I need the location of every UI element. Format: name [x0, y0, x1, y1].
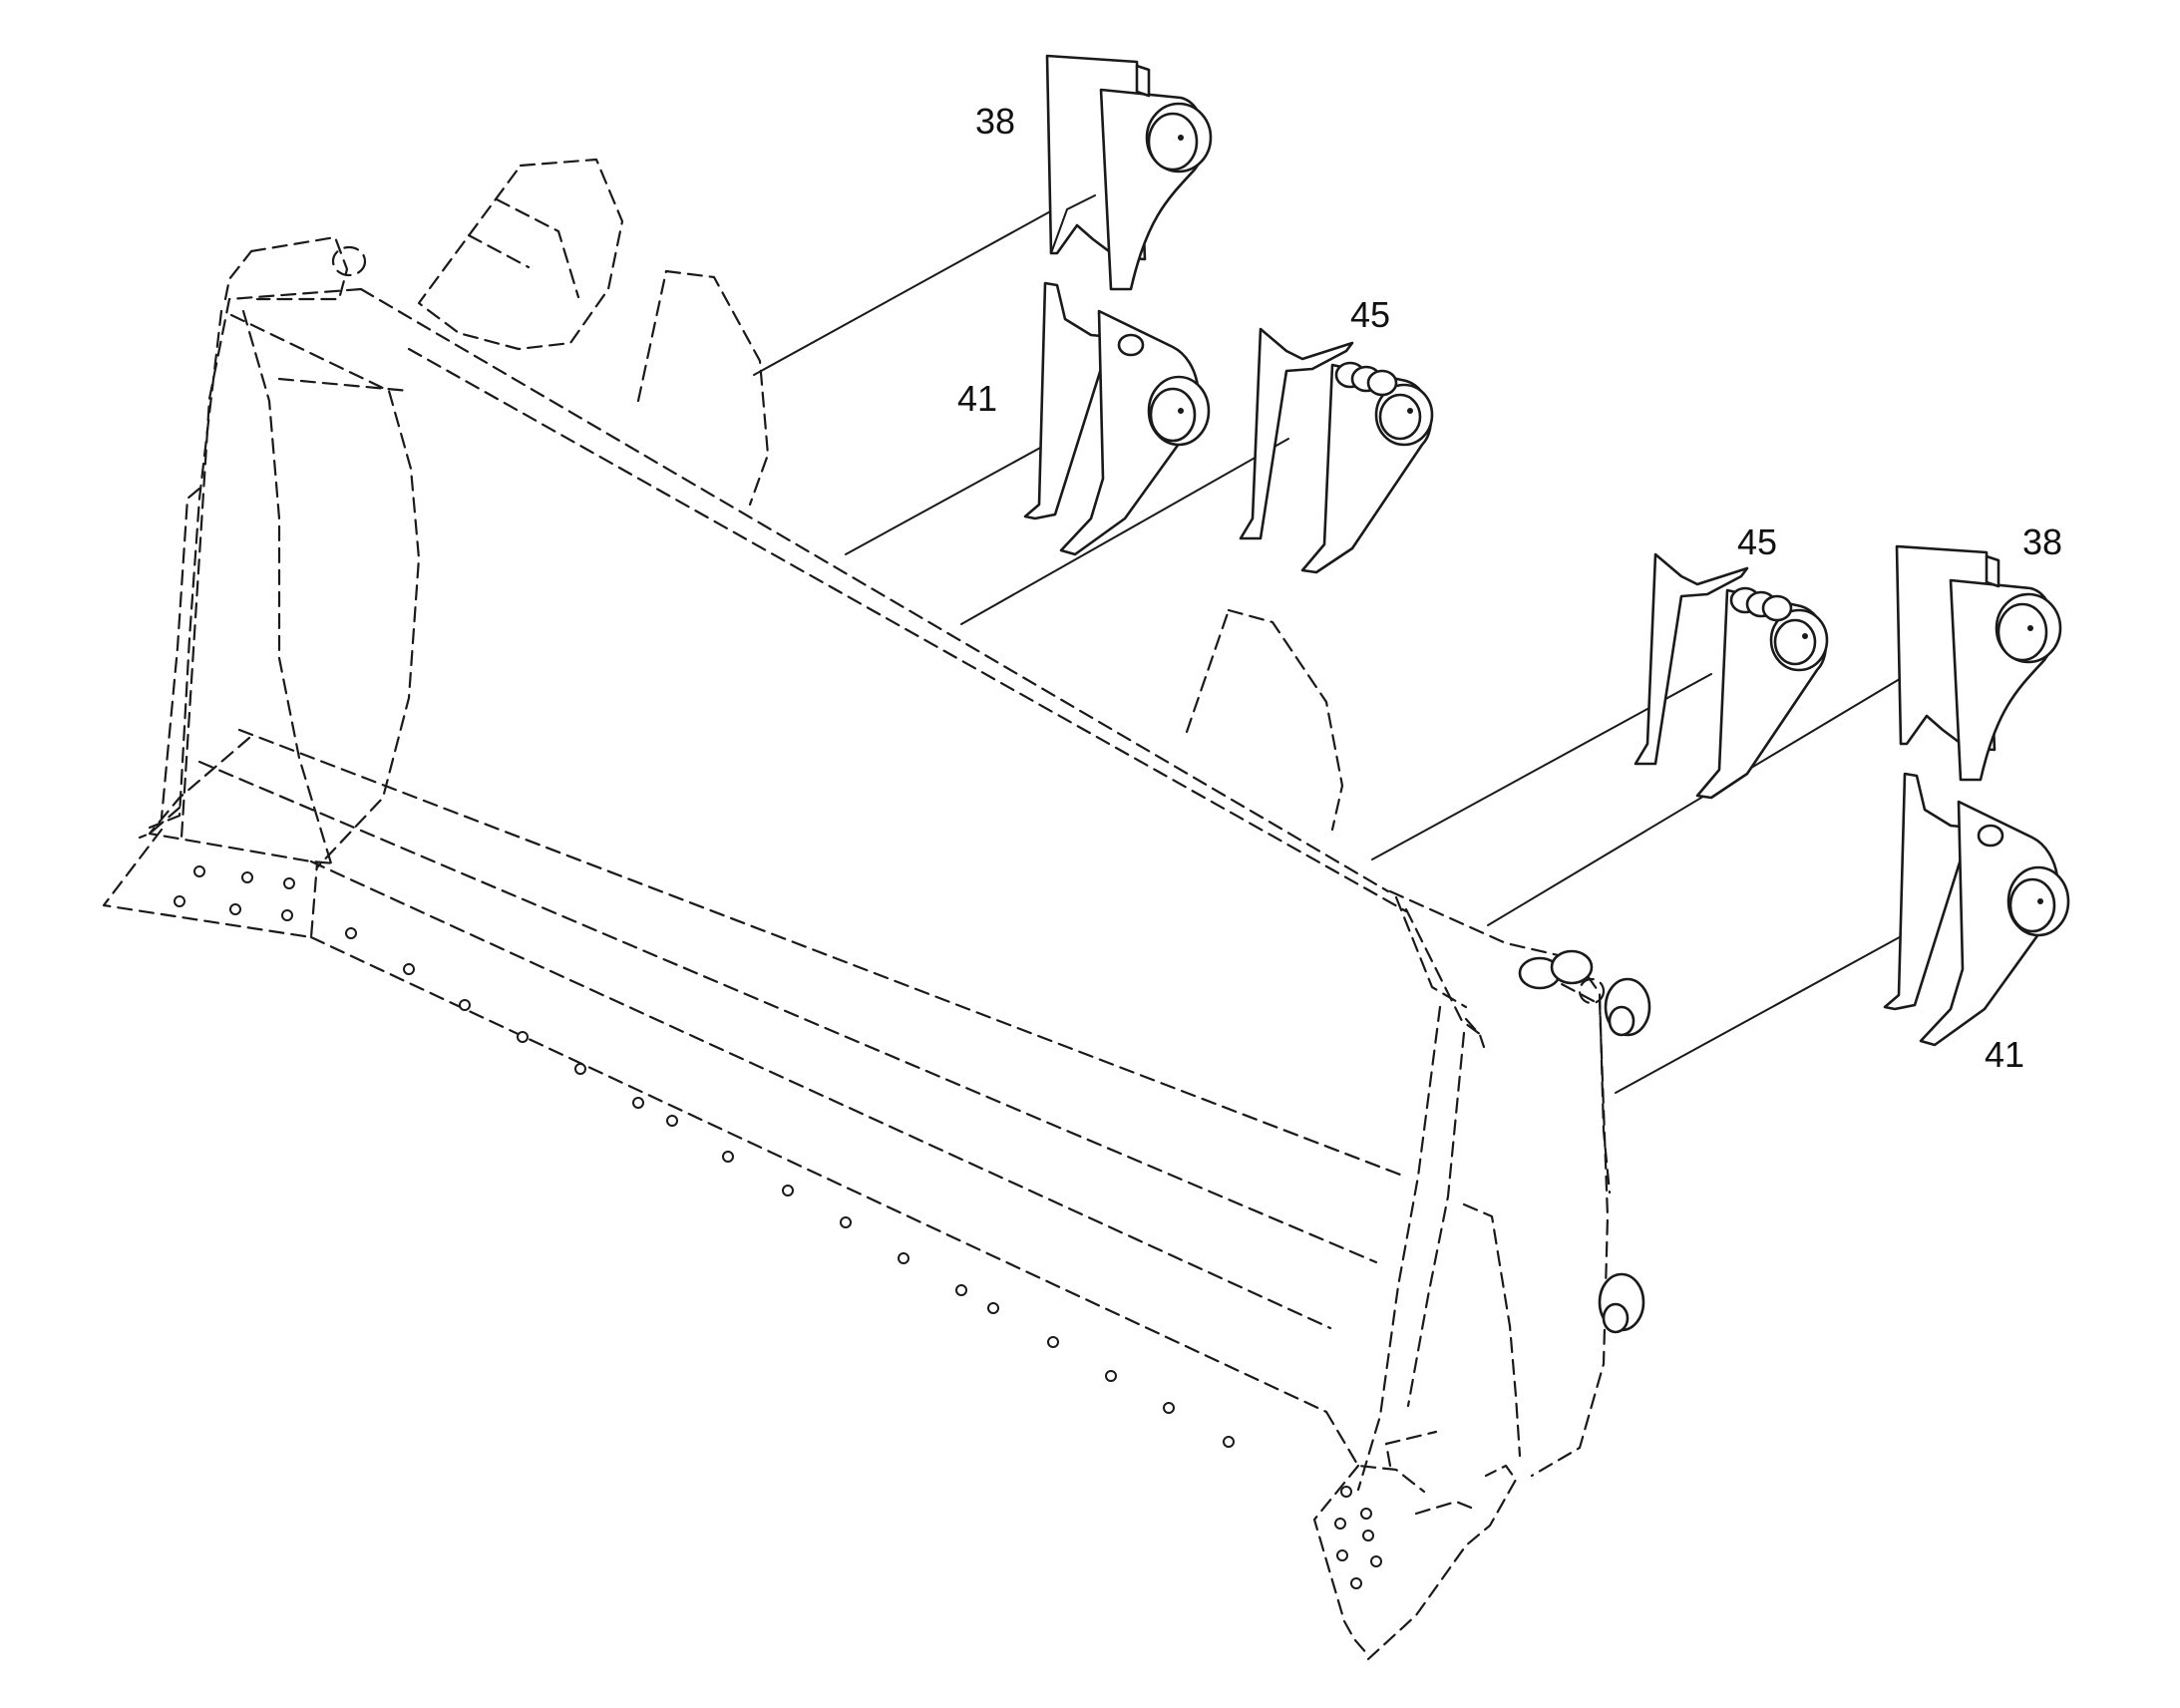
part-38-right: [1895, 544, 2062, 782]
label-38-upper-left: 38: [975, 101, 1015, 142]
part-45-middle: [1239, 327, 1434, 574]
part-41-right: [1883, 772, 2070, 1047]
part-45-right: [1634, 552, 1829, 800]
leader-lines: [753, 192, 1936, 1094]
part-38-upper-left: [1045, 54, 1213, 291]
label-45-right: 45: [1737, 521, 1777, 562]
cutting-edge-bolt-holes: [174, 865, 1382, 1589]
blade-pivot-pins: [1518, 949, 1651, 1334]
dozer-blade-outline: [102, 158, 1612, 1661]
part-41-upper-left: [1023, 281, 1211, 556]
label-41-right: 41: [1985, 1034, 2024, 1075]
label-45-middle: 45: [1350, 294, 1390, 335]
label-38-right: 38: [2022, 521, 2062, 562]
label-41-upper-left: 41: [957, 378, 997, 419]
reference-numerals: 38 41 45 45 38 41: [957, 101, 2062, 1075]
